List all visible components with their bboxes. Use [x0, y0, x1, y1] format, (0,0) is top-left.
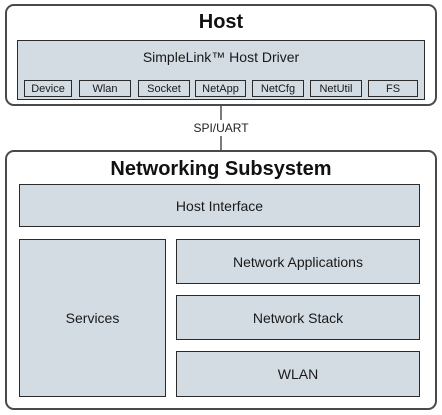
module-netcfg: NetCfg	[252, 80, 304, 97]
module-device: Device	[24, 80, 72, 97]
spi-uart-label: SPI/UART	[193, 121, 249, 135]
module-netapp: NetApp	[195, 80, 246, 97]
host-interface-box: Host Interface	[19, 184, 420, 227]
network-applications-label: Network Applications	[233, 253, 363, 270]
host-driver-label: SimpleLink™ Host Driver	[142, 49, 300, 65]
module-socket: Socket	[138, 80, 190, 97]
network-stack-box: Network Stack	[176, 295, 420, 340]
module-wlan: Wlan	[79, 80, 131, 97]
services-box: Services	[19, 239, 166, 397]
network-stack-label: Network Stack	[252, 309, 344, 326]
host-title: Host	[198, 11, 244, 33]
module-fs: FS	[368, 80, 418, 97]
wlan-label: WLAN	[277, 366, 319, 382]
wlan-box: WLAN	[176, 351, 420, 397]
network-applications-box: Network Applications	[176, 239, 420, 284]
connector-line-top	[220, 106, 222, 120]
networking-subsystem-title: Networking Subsystem	[110, 158, 332, 180]
connector-line-bottom	[220, 136, 222, 150]
services-label: Services	[65, 310, 120, 326]
host-interface-label: Host Interface	[175, 197, 264, 214]
module-netutil: NetUtil	[310, 80, 362, 97]
